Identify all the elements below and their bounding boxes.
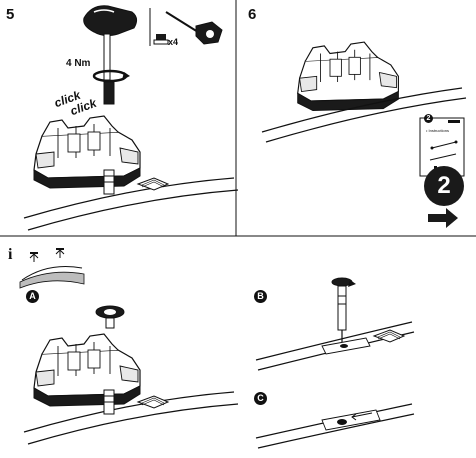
variant-c-illustration [255, 403, 415, 449]
next-arrow-icon [428, 208, 458, 228]
rotation-arrow-icon [92, 69, 130, 83]
next-step-number: 2 [437, 172, 451, 199]
next-step-badge [424, 166, 464, 206]
booklet-step-badge: 2 [424, 114, 433, 123]
info-roof-illustration [19, 248, 85, 289]
step-5-number: 5 [6, 6, 15, 23]
booklet-heading: • Instructions [426, 128, 449, 133]
variant-a-badge: A [26, 290, 39, 303]
allen-key-icon [165, 11, 223, 45]
step-6-number: 6 [248, 6, 257, 23]
torque-label: 4 Nm [66, 58, 91, 69]
bolt-icon [153, 34, 169, 45]
variant-a-illustration [23, 305, 239, 445]
rotation-arrow-icon [95, 305, 125, 319]
quantity-label: x4 [168, 37, 179, 47]
torque-wrench-icon [83, 5, 138, 81]
variant-b-illustration [255, 277, 415, 371]
rotation-arrow-icon [331, 277, 356, 287]
step5-illustration [23, 5, 239, 231]
info-icon: i [8, 246, 13, 263]
variant-c-badge: C [254, 392, 267, 405]
variant-b-badge: B [254, 290, 267, 303]
step6-illustration [261, 41, 467, 228]
